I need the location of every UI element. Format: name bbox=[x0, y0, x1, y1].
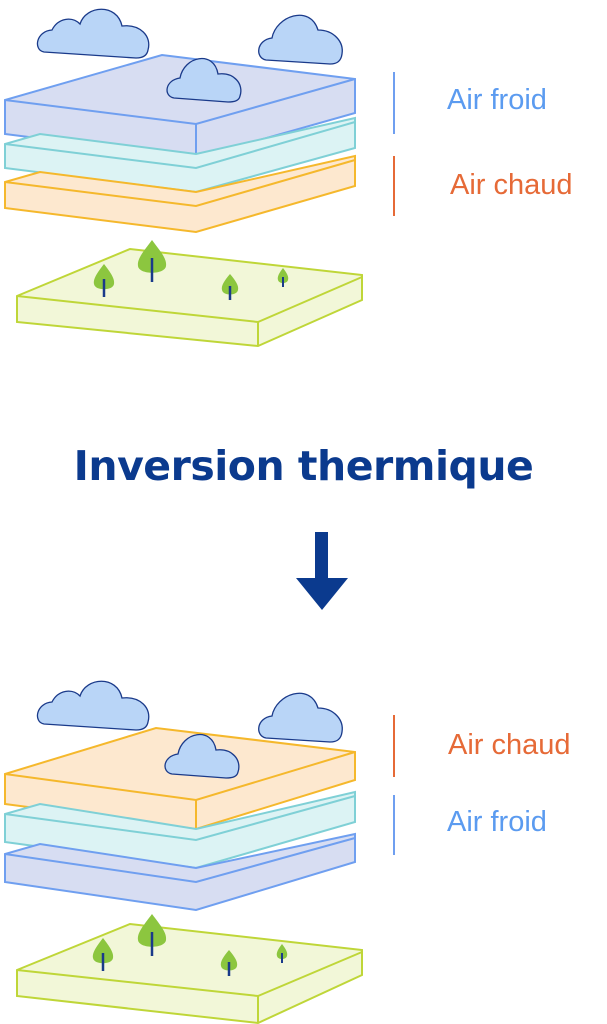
tree-icon bbox=[220, 950, 238, 976]
ground-layer bbox=[16, 922, 363, 1024]
normal-scene bbox=[4, 8, 363, 348]
warm-air-label: Air chaud bbox=[448, 729, 571, 761]
warm-air-layer bbox=[4, 726, 356, 831]
warm-air-layer bbox=[4, 154, 356, 234]
tree-icon bbox=[93, 264, 115, 297]
warm-air-divider bbox=[393, 715, 395, 777]
inversion-scene bbox=[4, 680, 363, 1024]
tree-icon bbox=[92, 938, 114, 971]
mixed-air-layer bbox=[4, 790, 356, 870]
cold-air-label: Air froid bbox=[447, 84, 547, 116]
cloud-icon bbox=[166, 57, 242, 103]
tree-icon bbox=[276, 944, 288, 963]
cloud-icon bbox=[164, 733, 240, 779]
cloud-icon bbox=[258, 692, 343, 743]
tree-icon bbox=[277, 268, 289, 287]
mixed-air-layer bbox=[4, 116, 356, 194]
tree-icon bbox=[137, 914, 167, 956]
cold-air-label: Air froid bbox=[447, 806, 547, 838]
cloud-icon bbox=[36, 680, 150, 731]
warm-air-label: Air chaud bbox=[450, 169, 573, 201]
tree-icon bbox=[221, 274, 239, 300]
warm-air-divider bbox=[393, 156, 395, 216]
cloud-icon bbox=[36, 8, 150, 59]
cloud-icon bbox=[258, 14, 343, 65]
cold-air-divider bbox=[393, 72, 395, 134]
cold-air-layer bbox=[4, 832, 356, 912]
arrow-down-icon bbox=[296, 532, 348, 610]
ground-layer bbox=[16, 247, 363, 348]
cold-air-divider bbox=[393, 795, 395, 855]
tree-icon bbox=[137, 240, 167, 282]
page-title: Inversion thermique bbox=[73, 442, 534, 490]
